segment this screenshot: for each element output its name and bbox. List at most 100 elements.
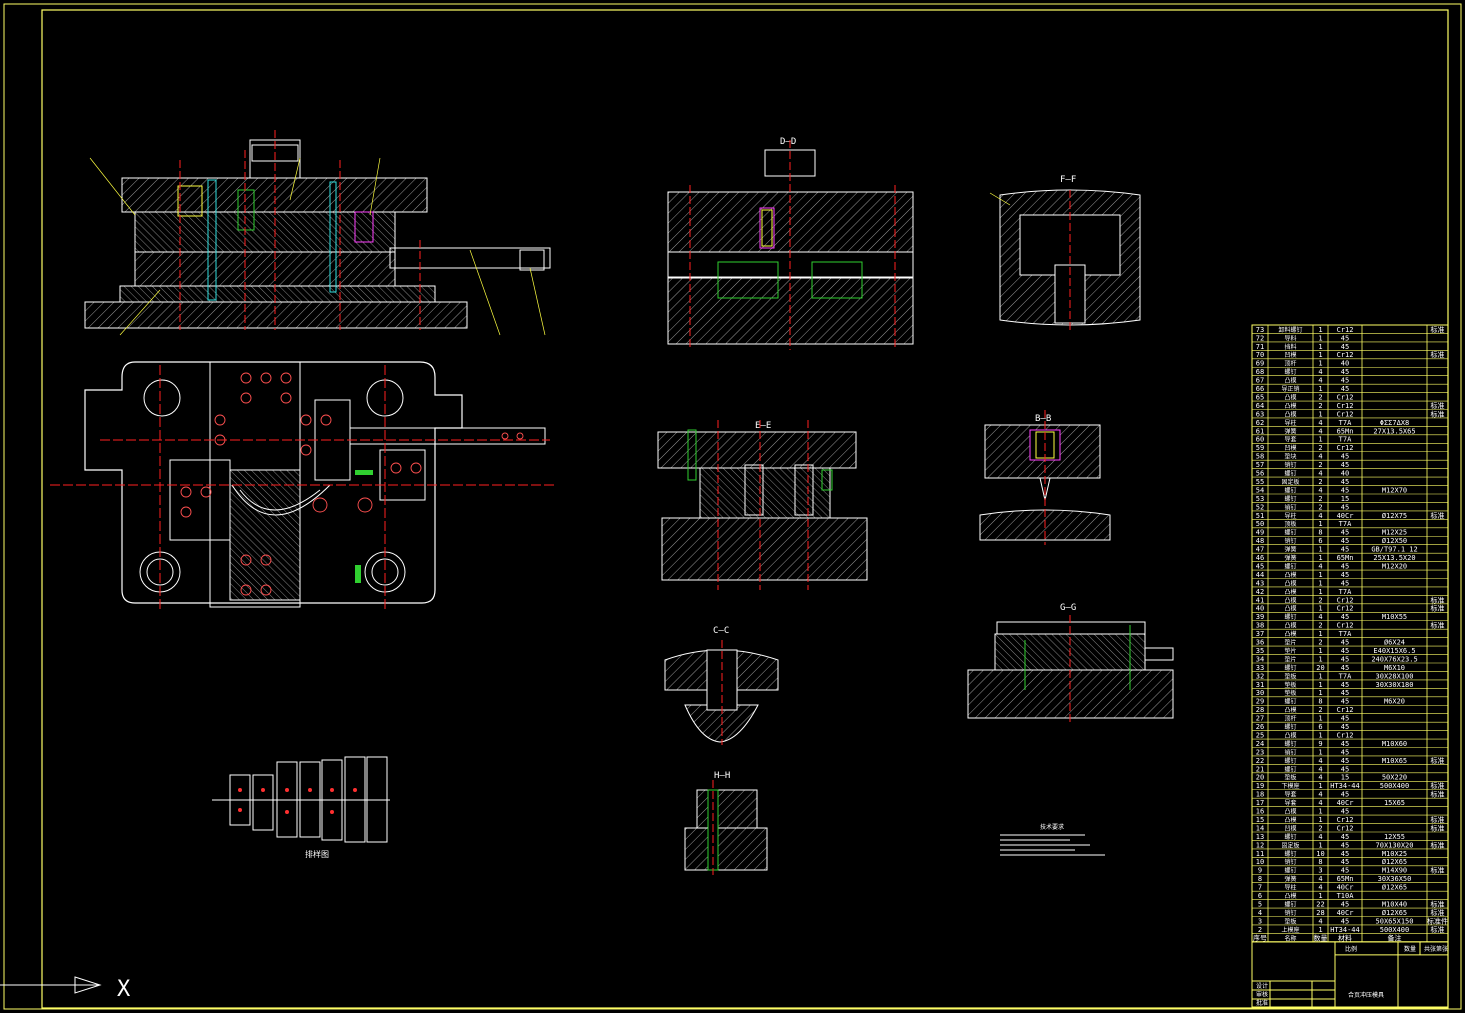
- qty-label: 数量: [1404, 945, 1416, 953]
- bom-cell: 51: [1256, 512, 1264, 520]
- bom-cell: 45: [1341, 917, 1349, 925]
- bom-cell: 20: [1316, 664, 1324, 672]
- bom-cell: 6: [1318, 537, 1322, 545]
- bom-cell: 40Cr: [1337, 884, 1354, 892]
- bom-cell: 4: [1318, 512, 1322, 520]
- bom-cell: 螺钉: [1284, 664, 1296, 672]
- bom-cell: 69: [1256, 360, 1264, 368]
- section-ff-label: F—F: [1060, 175, 1076, 185]
- bom-cell: 66: [1256, 385, 1264, 393]
- bom-cell: 4: [1318, 427, 1322, 435]
- bom-cell: 凸模: [1284, 402, 1296, 410]
- bom-cell: 31: [1256, 681, 1264, 689]
- bom-cell: 垫片: [1284, 639, 1296, 647]
- bom-cell: 40Cr: [1337, 799, 1354, 807]
- bom-cell: Cr12: [1337, 824, 1354, 832]
- bom-cell: 标准件: [1427, 916, 1448, 925]
- bom-cell: 30X30X180: [1376, 681, 1414, 689]
- bom-cell: Cr12: [1337, 731, 1354, 739]
- bom-cell: 标准: [1431, 350, 1445, 359]
- bom-cell: 43: [1256, 579, 1264, 587]
- bom-cell: 45: [1341, 757, 1349, 765]
- bom-cell: 27: [1256, 715, 1264, 723]
- bom-cell: 36: [1256, 639, 1264, 647]
- section-ee-label: E—E: [755, 421, 771, 431]
- bom-cell: 45: [1341, 368, 1349, 376]
- bom-cell: 标准: [1431, 511, 1445, 520]
- bom-cell: 9: [1318, 740, 1322, 748]
- bom-cell: 1: [1318, 343, 1322, 351]
- bom-cell: 卸料螺钉: [1278, 326, 1302, 334]
- section-dd-label: D—D: [780, 137, 796, 147]
- bom-cell: 45: [1256, 562, 1264, 570]
- bom-cell: 螺钉: [1284, 757, 1296, 765]
- bom-cell: 35: [1256, 647, 1264, 655]
- bom-cell: Cr12: [1337, 605, 1354, 613]
- bom-cell: 2: [1318, 706, 1322, 714]
- bom-cell: 59: [1256, 444, 1264, 452]
- bom-cell: Cr12: [1337, 622, 1354, 630]
- bom-cell: 1: [1318, 782, 1322, 790]
- bom-cell: 45: [1341, 334, 1349, 342]
- bom-cell: 45: [1341, 900, 1349, 908]
- bom-cell: 凸模: [1284, 377, 1296, 385]
- bom-cell: 5: [1258, 900, 1262, 908]
- bom-cell: 24: [1256, 740, 1264, 748]
- bom-cell: M6X20: [1384, 698, 1405, 706]
- bom-cell: 10: [1316, 850, 1324, 858]
- role-label: 设计: [1256, 982, 1268, 990]
- bom-cell: 47: [1256, 546, 1264, 554]
- bom-cell: 2: [1318, 495, 1322, 503]
- bom-cell: 标准: [1431, 756, 1445, 765]
- bom-cell: 45: [1341, 453, 1349, 461]
- bom-cell: 50X65X150: [1376, 917, 1414, 925]
- bom-cell: 固定板: [1281, 478, 1299, 486]
- bom-cell: 240X76X23.5: [1371, 655, 1417, 663]
- bom-cell: 1: [1318, 672, 1322, 680]
- bom-cell: 23: [1256, 748, 1264, 756]
- bom-cell: 70X130X20: [1376, 841, 1414, 849]
- bom-cell: 41: [1256, 596, 1264, 604]
- bom-cell: 2: [1318, 622, 1322, 630]
- bom-cell: 凸模: [1284, 706, 1296, 714]
- bom-cell: 导套: [1284, 791, 1296, 799]
- bom-cell: 螺钉: [1284, 765, 1296, 773]
- bom-cell: T7A: [1339, 630, 1352, 638]
- bom-cell: 6: [1318, 723, 1322, 731]
- bom-cell: 螺钉: [1284, 850, 1296, 858]
- bom-cell: 螺钉: [1284, 867, 1296, 875]
- bom-cell: 螺钉: [1284, 900, 1296, 908]
- bom-cell: Cr12: [1337, 706, 1354, 714]
- bom-cell: 螺钉: [1284, 723, 1296, 731]
- bom-cell: 垫板: [1284, 689, 1296, 697]
- section-gg: G—G: [967, 603, 1174, 722]
- bom-cell: 18: [1256, 791, 1264, 799]
- bom-cell: T7A: [1339, 436, 1352, 444]
- bom-cell: 挡料: [1284, 343, 1296, 351]
- bom-cell: 4: [1318, 757, 1322, 765]
- bom-cell: 4: [1318, 486, 1322, 494]
- bom-cell: 22: [1316, 900, 1324, 908]
- section-dd: D—D: [667, 137, 914, 350]
- bom-cell: 45: [1341, 723, 1349, 731]
- bom-cell: 4: [1318, 368, 1322, 376]
- bom-cell: 45: [1341, 503, 1349, 511]
- bom-cell: 标准: [1431, 409, 1445, 418]
- bom-cell: 2: [1318, 461, 1322, 469]
- bom-cell: 弹簧: [1284, 546, 1296, 554]
- bom-cell: 32: [1256, 672, 1264, 680]
- bom-cell: 螺钉: [1284, 833, 1296, 841]
- bom-cell: 45: [1341, 808, 1349, 816]
- bom-cell: 1: [1318, 351, 1322, 359]
- sheet-label: 张: [1442, 945, 1448, 953]
- bom-cell: 46: [1256, 554, 1264, 562]
- bom-cell: 凸模: [1284, 605, 1296, 613]
- bom-cell: 49: [1256, 529, 1264, 537]
- bom-cell: 45: [1341, 841, 1349, 849]
- bom-cell: 3: [1318, 867, 1322, 875]
- bom-cell: 导料: [1284, 334, 1296, 342]
- bom-cell: 45: [1341, 613, 1349, 621]
- bom-cell: 弹簧: [1284, 554, 1296, 562]
- bom-cell: T7A: [1339, 588, 1352, 596]
